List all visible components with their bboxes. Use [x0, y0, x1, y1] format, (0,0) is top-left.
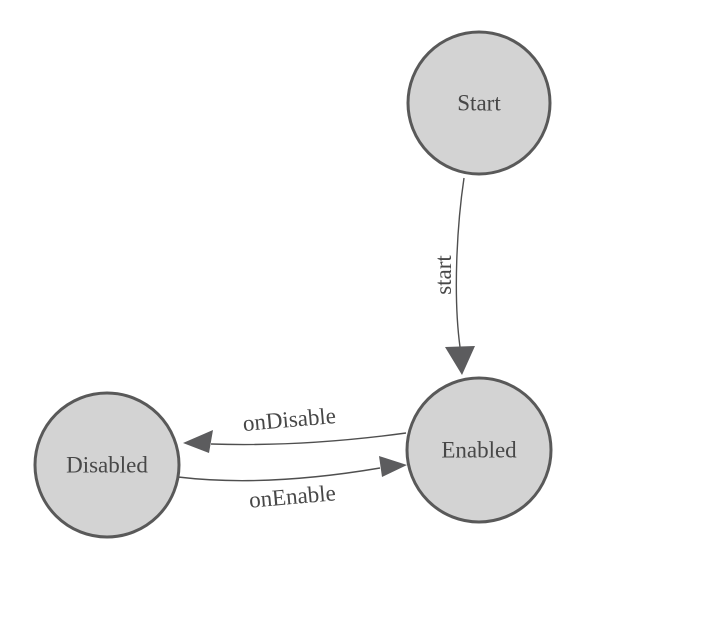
edge-disabled-to-enabled: onEnable	[177, 456, 407, 513]
arrowhead-enabled-to-disabled-icon	[183, 430, 213, 453]
state-label-enabled: Enabled	[441, 438, 517, 463]
state-node-start: Start	[406, 30, 552, 176]
state-label-start: Start	[457, 91, 501, 116]
edge-label-ondisable: onDisable	[242, 403, 337, 436]
arrowhead-start-to-enabled-icon	[445, 346, 475, 375]
edge-line-start	[455, 177, 465, 348]
state-circle-disabled	[33, 391, 181, 539]
edge-label-start: start	[431, 255, 456, 295]
edge-start-to-enabled: start	[431, 177, 475, 375]
state-circle-start	[406, 30, 552, 176]
state-circle-enabled	[405, 376, 553, 524]
edge-label-onenable: onEnable	[248, 480, 337, 512]
arrowhead-disabled-to-enabled-icon	[379, 456, 407, 477]
edge-line-ondisable	[210, 432, 407, 446]
state-label-disabled: Disabled	[66, 453, 148, 478]
edge-line-onenable	[177, 467, 381, 482]
state-node-disabled: Disabled	[33, 391, 181, 539]
edge-enabled-to-disabled: onDisable	[183, 403, 407, 453]
state-node-enabled: Enabled	[405, 376, 553, 524]
